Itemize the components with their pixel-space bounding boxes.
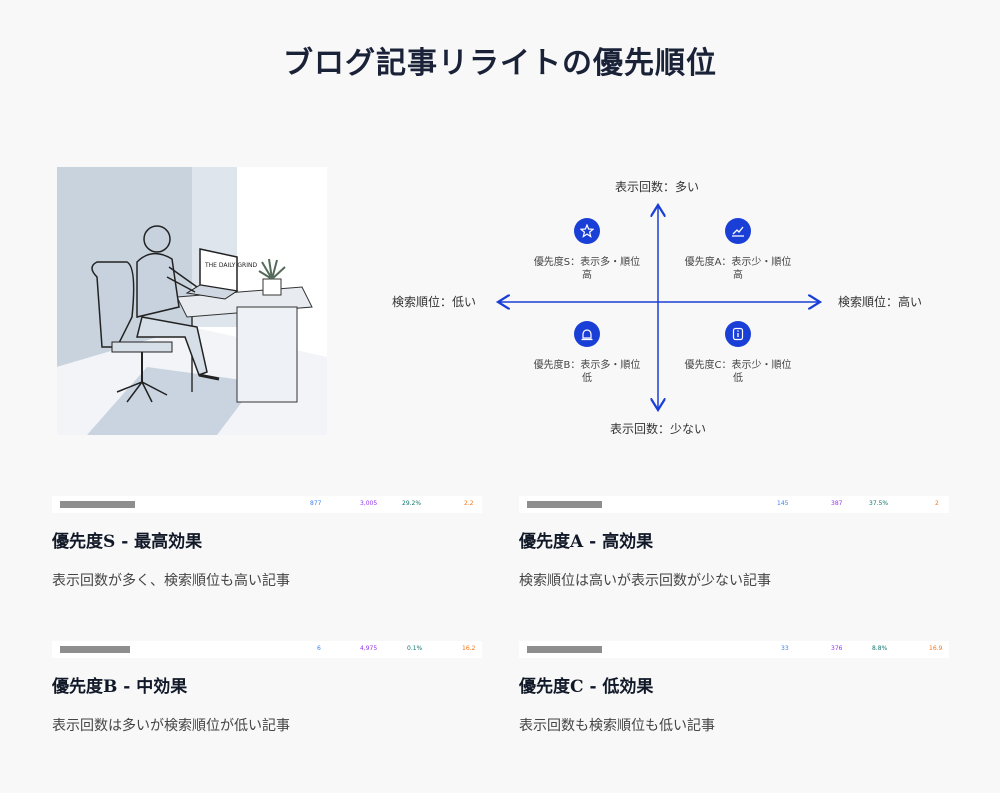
redacted-url-bar bbox=[60, 646, 130, 653]
axis-label-bottom: 表示回数：少ない bbox=[610, 422, 707, 436]
stat-ctr: 29.2% bbox=[402, 500, 422, 507]
alarm-icon bbox=[574, 321, 600, 347]
card-description: 表示回数は多いが検索順位が低い記事 bbox=[52, 718, 290, 734]
quadrant-c-line1: 優先度C：表示少・順位 bbox=[684, 360, 792, 371]
axis-label-left: 検索順位：低い bbox=[392, 295, 477, 309]
quadrant-a-line2: 高 bbox=[733, 270, 743, 281]
star-icon bbox=[574, 218, 600, 244]
quadrant-b-line1: 優先度B：表示多・順位 bbox=[533, 360, 641, 371]
laptop-screen-text: THE DAILY GRIND bbox=[204, 262, 257, 269]
redacted-url-bar bbox=[527, 501, 602, 508]
quadrant-b-line2: 低 bbox=[582, 373, 592, 384]
stat-impressions: 387 bbox=[831, 500, 843, 507]
card-description: 表示回数が多く、検索順位も高い記事 bbox=[52, 573, 290, 589]
card-title: 優先度B - 中効果 bbox=[52, 677, 188, 697]
priority-card-c: 33 376 8.8% 16.9 優先度C - 低効果 表示回数も検索順位も低い… bbox=[519, 641, 949, 735]
quadrant-s-line2: 高 bbox=[582, 270, 592, 281]
axis-label-top: 表示回数：多い bbox=[615, 180, 700, 194]
stat-ctr: 0.1% bbox=[407, 645, 423, 652]
page-title: ブログ記事リライトの優先順位 bbox=[283, 46, 717, 81]
stat-clicks: 145 bbox=[777, 500, 789, 507]
stat-impressions: 4,975 bbox=[360, 645, 378, 652]
priority-card-b: 6 4,975 0.1% 16.2 優先度B - 中効果 表示回数は多いが検索順… bbox=[52, 641, 482, 735]
stats-bar: 33 376 8.8% 16.9 bbox=[519, 641, 949, 658]
stats-bar: 145 387 37.5% 2 bbox=[519, 496, 949, 513]
card-description: 検索順位は高いが表示回数が少ない記事 bbox=[519, 573, 771, 589]
stat-ctr: 8.8% bbox=[872, 645, 888, 652]
illustration-person-at-desk: THE DAILY GRIND bbox=[57, 167, 327, 435]
stat-ctr: 37.5% bbox=[869, 500, 889, 507]
card-title: 優先度A - 高効果 bbox=[519, 532, 654, 552]
quadrant-c-label: 優先度C：表示少・順位 低 bbox=[678, 359, 798, 385]
stat-impressions: 3,005 bbox=[360, 500, 378, 507]
stats-bar: 6 4,975 0.1% 16.2 bbox=[52, 641, 482, 658]
stat-clicks: 6 bbox=[317, 645, 321, 652]
stat-clicks: 877 bbox=[310, 500, 322, 507]
quadrant-b-label: 優先度B：表示多・順位 低 bbox=[527, 359, 647, 385]
stat-position: 2 bbox=[935, 500, 939, 507]
axis-label-right: 検索順位：高い bbox=[838, 295, 923, 309]
quadrant-s-line1: 優先度S：表示多・順位 bbox=[533, 257, 641, 268]
card-title: 優先度S - 最高効果 bbox=[52, 532, 203, 552]
redacted-url-bar bbox=[527, 646, 602, 653]
chart-up-icon bbox=[725, 218, 751, 244]
stats-bar: 877 3,005 29.2% 2.2 bbox=[52, 496, 482, 513]
matrix-axes bbox=[380, 170, 940, 440]
stat-clicks: 33 bbox=[781, 645, 789, 652]
info-icon bbox=[725, 321, 751, 347]
priority-card-a: 145 387 37.5% 2 優先度A - 高効果 検索順位は高いが表示回数が… bbox=[519, 496, 949, 590]
priority-matrix: 表示回数：多い 表示回数：少ない 検索順位：低い 検索順位：高い 優先度S：表示… bbox=[380, 170, 940, 440]
quadrant-a-line1: 優先度A：表示少・順位 bbox=[684, 257, 792, 268]
stat-position: 16.2 bbox=[462, 645, 476, 652]
card-title: 優先度C - 低効果 bbox=[519, 677, 654, 697]
stat-impressions: 376 bbox=[831, 645, 843, 652]
quadrant-a-label: 優先度A：表示少・順位 高 bbox=[678, 256, 798, 282]
stat-position: 2.2 bbox=[464, 500, 474, 507]
redacted-url-bar bbox=[60, 501, 135, 508]
priority-card-s: 877 3,005 29.2% 2.2 優先度S - 最高効果 表示回数が多く、… bbox=[52, 496, 482, 590]
stat-position: 16.9 bbox=[929, 645, 943, 652]
quadrant-c-line2: 低 bbox=[733, 373, 743, 384]
card-description: 表示回数も検索順位も低い記事 bbox=[519, 718, 715, 734]
quadrant-s-label: 優先度S：表示多・順位 高 bbox=[527, 256, 647, 282]
